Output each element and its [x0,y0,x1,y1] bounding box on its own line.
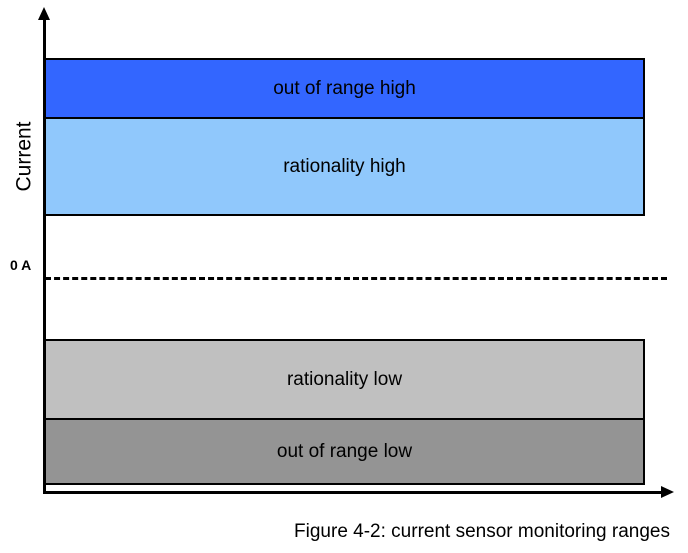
band-out-of-range-high: out of range high [44,58,645,119]
y-axis-line [43,18,46,494]
figure-caption: Figure 4-2: current sensor monitoring ra… [294,521,670,542]
y-axis-arrow-icon [38,7,50,20]
zero-current-label: 0 A [10,257,32,273]
y-axis-title: Current [12,121,36,192]
zero-current-dashed-line [45,277,667,280]
band-label-out-of-range-low: out of range low [276,441,413,462]
x-axis-line [43,491,665,494]
x-axis-arrow-icon [661,486,674,498]
band-out-of-range-low: out of range low [44,418,645,485]
band-rationality-low: rationality low [44,339,645,420]
band-label-rationality-high: rationality high [283,156,406,177]
band-label-out-of-range-high: out of range high [273,78,416,99]
band-rationality-high: rationality high [44,117,645,216]
band-label-rationality-low: rationality low [286,369,403,390]
